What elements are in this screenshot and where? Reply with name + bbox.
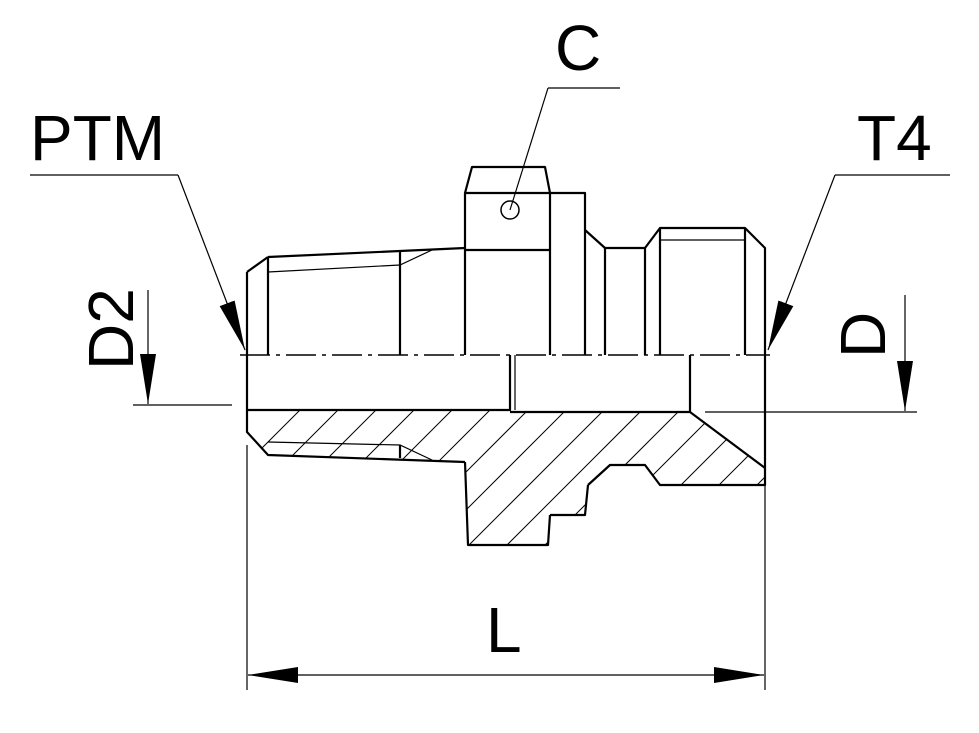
hatch-line bbox=[719, 410, 765, 545]
hatch-line bbox=[263, 410, 435, 545]
hatch-line bbox=[948, 390, 979, 560]
fitting-outline bbox=[245, 165, 767, 547]
hatch-line bbox=[301, 410, 473, 545]
hatch-line bbox=[415, 410, 587, 545]
leaders bbox=[30, 87, 950, 351]
hatch-line bbox=[605, 410, 765, 545]
hatch-line bbox=[453, 410, 625, 545]
hatch-line bbox=[643, 410, 765, 545]
label-d2: D2 bbox=[75, 288, 147, 370]
label-ptm: PTM bbox=[30, 102, 165, 174]
hatch-line bbox=[247, 410, 397, 545]
hatch-line bbox=[247, 410, 359, 545]
label-t4: T4 bbox=[857, 102, 932, 174]
hatch-line bbox=[247, 410, 321, 545]
dimension-d bbox=[705, 295, 917, 413]
label-d: D bbox=[827, 312, 899, 358]
hatch-line bbox=[491, 410, 663, 545]
hatch-line bbox=[339, 410, 511, 545]
hatch-line bbox=[377, 410, 549, 545]
section-hatching bbox=[247, 390, 979, 560]
hatch-line bbox=[796, 390, 966, 560]
hatch-line bbox=[681, 410, 765, 545]
hatch-line bbox=[872, 390, 979, 560]
hatch-line bbox=[910, 390, 979, 560]
hatch-line bbox=[529, 410, 701, 545]
label-c: C bbox=[555, 12, 601, 84]
label-l: L bbox=[486, 594, 522, 666]
hatch-line bbox=[834, 390, 979, 560]
hatch-line bbox=[757, 410, 765, 545]
dimension-d2 bbox=[133, 290, 232, 406]
dimension-l bbox=[246, 445, 766, 690]
